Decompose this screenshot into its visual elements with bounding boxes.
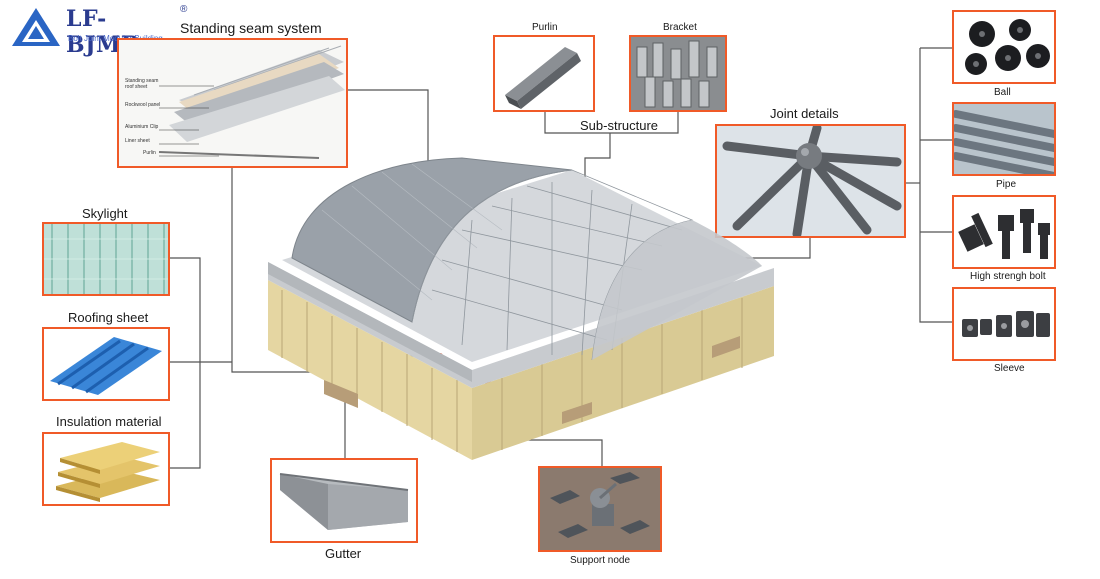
- sub-structure-label: Sub-structure: [580, 118, 659, 133]
- gutter-label: Gutter: [325, 546, 362, 561]
- insulation-label: Insulation material: [56, 414, 162, 429]
- seam-layer-4: Liner sheet: [125, 138, 150, 144]
- logo-tagline: Bolt Joint Modular Building: [68, 34, 163, 43]
- standing-seam-title: Standing seam system: [180, 20, 322, 36]
- sleeve-image: [952, 287, 1056, 361]
- bracket-image: [629, 35, 727, 112]
- purlin-label: Purlin: [532, 22, 558, 33]
- standing-seam-image: Standing seam roof sheet Rockwool panel …: [117, 38, 348, 168]
- bracket-label: Bracket: [663, 22, 697, 33]
- joint-details-image: [715, 124, 906, 238]
- pipe-label: Pipe: [996, 179, 1017, 190]
- gutter-image: [270, 458, 418, 543]
- ball-image: [952, 10, 1056, 84]
- roofing-sheet-image: [42, 327, 170, 401]
- bolt-image: [952, 195, 1056, 269]
- seam-layer-2: Rockwool panel: [125, 102, 161, 108]
- building-illustration: [268, 157, 774, 460]
- skylight-image: [42, 222, 170, 296]
- purlin-image: [493, 35, 595, 112]
- joint-details-label: Joint details: [770, 106, 839, 121]
- support-node-image: [538, 466, 662, 552]
- bolt-label: High strengh bolt: [970, 271, 1046, 282]
- sleeve-label: Sleeve: [994, 363, 1025, 374]
- pipe-image: [952, 102, 1056, 176]
- skylight-label: Skylight: [82, 206, 128, 221]
- seam-layer-3: Aluminium Clip: [125, 124, 159, 130]
- roofing-sheet-label: Roofing sheet: [68, 310, 149, 325]
- logo-icon: [12, 8, 60, 46]
- registered-mark: ®: [180, 4, 188, 15]
- insulation-image: [42, 432, 170, 506]
- ball-label: Ball: [994, 87, 1011, 98]
- support-node-label: Support node: [570, 555, 631, 566]
- seam-layer-1: Standing seam roof sheet: [125, 78, 159, 90]
- seam-layer-5: Purlin: [143, 150, 156, 156]
